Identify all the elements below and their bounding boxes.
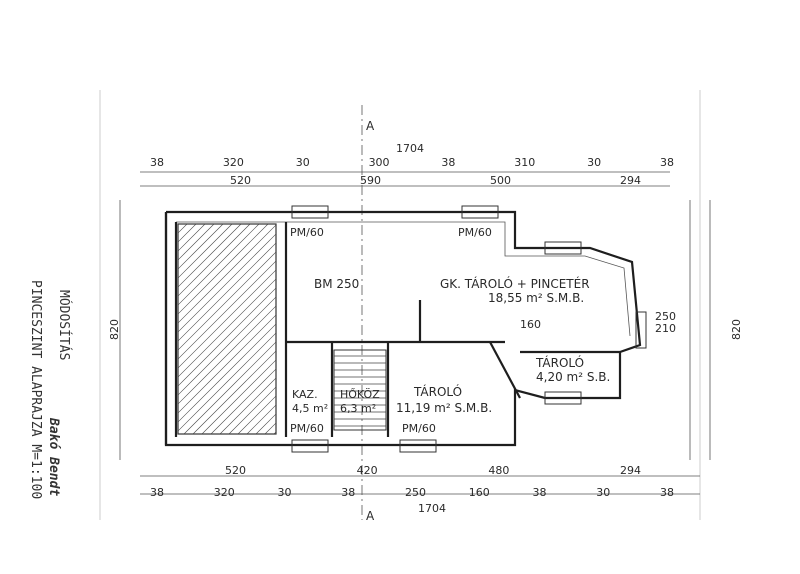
background-ruling <box>99 90 701 520</box>
dim-top-row1-item: 38 <box>441 156 455 169</box>
dimension-texts: 1704 1704 820 820 250 210 160 38 320 30 300… <box>108 142 743 515</box>
dim-bottom-row2-item: 38 <box>150 486 164 499</box>
dim-bottom-row2-item: 30 <box>278 486 292 499</box>
dim-right-mid-2: 210 <box>655 322 676 335</box>
room-heater-title: HŐKÖZ <box>340 387 380 401</box>
room-labels: BM 250 GK. TÁROLÓ + PINCETÉR 18,55 m² S.… <box>292 276 610 415</box>
title-basement-plan: PINCESZINT ALAPRAJZA M=1:100 <box>28 280 43 499</box>
room-right-area: 4,20 m² S.B. <box>536 370 610 384</box>
dim-top-row2-item: 520 <box>230 174 251 187</box>
dim-right-mid-1: 250 <box>655 310 676 323</box>
dim-top-row2-item: 590 <box>360 174 381 187</box>
dim-top-row2-item: 500 <box>490 174 511 187</box>
room-cellar-title: GK. TÁROLÓ + PINCETÉR <box>440 276 590 291</box>
window-marks: PM/60 PM/60 PM/60 PM/60 <box>290 205 647 453</box>
dim-top-row1-item: 30 <box>296 156 310 169</box>
dim-top-row1-item: 30 <box>587 156 601 169</box>
room-right-title: TÁROLÓ <box>535 355 584 370</box>
dim-top-row1-item: 320 <box>223 156 244 169</box>
dim-left-side: 820 <box>108 319 121 340</box>
dim-top-row1-item: 300 <box>369 156 390 169</box>
window-label-2: PM/60 <box>458 226 492 239</box>
window-label-3: PM/60 <box>290 422 324 435</box>
room-main: BM 250 <box>314 277 359 291</box>
dim-bottom-row2-item: 38 <box>660 486 674 499</box>
dim-top-row2-item: 294 <box>620 174 641 187</box>
room-cellar-area: 18,55 m² S.M.B. <box>488 291 584 305</box>
interior-walls <box>284 222 620 437</box>
dim-bottom-row1-item: 420 <box>357 464 378 477</box>
section-mark-top: A <box>366 119 375 133</box>
hatched-area <box>177 223 277 435</box>
staircase <box>333 349 387 431</box>
dim-bottom-row2-item: 250 <box>405 486 426 499</box>
dim-center-mark: 160 <box>520 318 541 331</box>
dimension-lines <box>119 171 711 495</box>
dim-top-row1-item: 38 <box>660 156 674 169</box>
section-mark-bottom: A <box>366 509 375 523</box>
window-label-1: PM/60 <box>290 226 324 239</box>
dim-bottom-row1-item: 480 <box>488 464 509 477</box>
dim-top-row1-item: 38 <box>150 156 164 169</box>
dim-bottom-row2-item: 38 <box>341 486 355 499</box>
dim-bottom-overall: 1704 <box>418 502 446 515</box>
dim-bottom-row2-item: 38 <box>533 486 547 499</box>
room-boiler-title: KAZ. <box>292 388 318 401</box>
dim-bottom-row2-item: 320 <box>214 486 235 499</box>
room-lower-title: TÁROLÓ <box>413 384 462 399</box>
room-lower-area: 11,19 m² S.M.B. <box>396 401 492 415</box>
dim-right-side: 820 <box>730 319 743 340</box>
dim-bottom-row2-item: 160 <box>469 486 490 499</box>
side-title-block: MÓDOSÍTÁS PINCESZINT ALAPRAJZA M=1:100 B… <box>28 280 72 499</box>
room-boiler-area: 4,5 m² <box>292 402 328 415</box>
window-label-4: PM/60 <box>402 422 436 435</box>
section-line-a: A A <box>361 105 375 523</box>
signature: Bakó Bendt <box>46 417 61 496</box>
dim-top-row1-item: 310 <box>514 156 535 169</box>
room-heater-area: 6,3 m² <box>340 402 376 415</box>
dim-bottom-row1-item: 294 <box>620 464 641 477</box>
title-modification: MÓDOSÍTÁS <box>56 290 72 360</box>
dim-top-overall: 1704 <box>396 142 424 155</box>
dim-bottom-row2-item: 30 <box>596 486 610 499</box>
dim-bottom-row1-item: 520 <box>225 464 246 477</box>
